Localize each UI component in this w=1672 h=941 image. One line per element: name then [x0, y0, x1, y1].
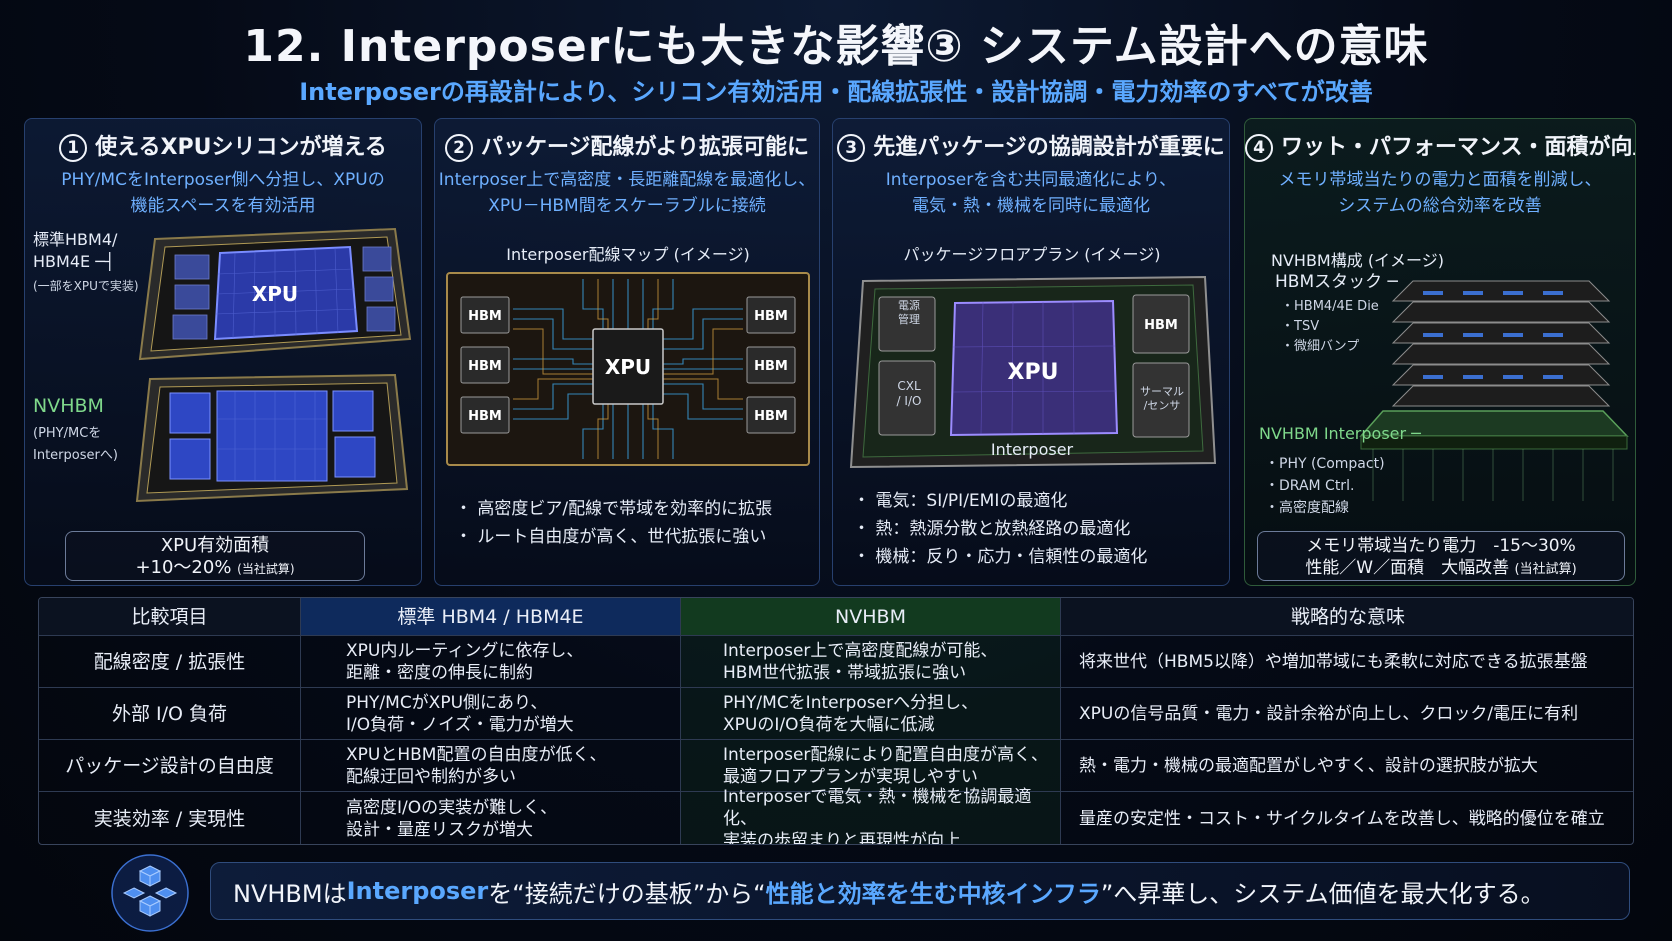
row-2-meaning: XPUの信号品質・電力・設計余裕が向上し、クロック/電圧に有利 — [1079, 703, 1579, 724]
nvhbm-stack-illustration — [1359, 280, 1629, 501]
panel-4-number: 4 — [1245, 134, 1273, 162]
nvhbm-package-illustration — [135, 373, 409, 503]
panel-2-xpu-label: XPU — [605, 355, 651, 379]
block-cxl-io: CXL / I/O — [896, 379, 922, 408]
panel-2-bullets: ・ 高密度ビア/配線で帯域を効率的に拡張 ・ ルート自由度が高く、世代拡張に強い — [455, 499, 773, 547]
row-2-standard: PHY/MCがXPU側にあり、I/O負荷・ノイズ・電力が増大 — [301, 688, 681, 739]
page-subtitle: Interposerの再設計により、シリコン有効活用・配線拡張性・設計協調・電力… — [299, 78, 1373, 106]
page-title: 12. Interposerにも大きな影響③ システム設計への意味 — [243, 21, 1429, 72]
panel-1-description: PHY/MCをInterposer側へ分担し、XPUの 機能スペースを有効活用 — [61, 170, 385, 216]
table-row: 外部 I/O 負荷 PHY/MCがXPU側にあり、I/O負荷・ノイズ・電力が増大… — [39, 688, 1633, 740]
hbm-label-left-3: HBM — [468, 409, 502, 424]
table-row: 実装効率 / 実現性 高密度I/Oの実装が難しく、設計・量産リスクが増大 Int… — [39, 787, 1633, 844]
row-1-meaning: 将来世代（HBM5以降）や増加帯域にも柔軟に対応できる拡張基盤 — [1079, 651, 1588, 672]
label-standard-hbm-note: (一部をXPUで実装) — [33, 279, 139, 293]
nvhbm-interposer-items: ・PHY (Compact) ・DRAM Ctrl. ・高密度配線 — [1265, 456, 1385, 516]
row-3-item: パッケージ設計の自由度 — [39, 740, 301, 791]
row-1-item: 配線密度 / 拡張性 — [39, 636, 301, 687]
header-strategic-meaning: 戦略的な意味 — [1290, 605, 1405, 628]
hbm-label-right-2: HBM — [754, 359, 788, 374]
row-1-nvhbm: Interposer上で高密度配線が可能、HBM世代拡張・帯域拡張に強い — [681, 636, 1061, 687]
panel-1-number: 1 — [59, 134, 88, 162]
panel-3-bullets: ・ 電気：SI/PI/EMIの最適化 ・ 熱：熱源分散と放熱経路の最適化 ・ 機… — [853, 491, 1148, 567]
row-3-nvhbm: Interposer配線により配置自由度が高く、最適フロアプランが実現しやすい — [681, 740, 1061, 791]
table-row: パッケージ設計の自由度 XPUとHBM配置の自由度が低く、配線迂回や制約が多い … — [39, 740, 1633, 792]
interposer-label: Interposer — [990, 440, 1074, 459]
row-4-nvhbm: Interposerで電気・熱・機械を協調最適化、実装の歩留まりと再現性が向上 — [681, 787, 1061, 844]
label-nvhbm: NVHBM — [33, 395, 104, 417]
label-standard-hbm: 標準HBM4/ HBM4E ─┤ — [33, 230, 118, 271]
header-standard-hbm: 標準 HBM4 / HBM4E — [301, 598, 681, 635]
power-efficiency-result-box: メモリ帯域当たり電力 -15〜30% 性能／W／面積 大幅改善 (当社試算) — [1257, 531, 1625, 581]
block-thermal-sensor: サーマル /センサ — [1140, 385, 1184, 412]
panel-4-description: メモリ帯域当たりの電力と面積を削減し、 システムの総合効率を改善 — [1278, 170, 1602, 216]
hbm-stack-items: ・HBM4/4E Die ・TSV ・微細バンプ — [1281, 299, 1379, 354]
row-3-meaning: 熱・電力・機械の最適配置がしやすく、設計の選択肢が拡大 — [1079, 755, 1538, 776]
row-1-standard: XPU内ルーティングに依存し、距離・密度の伸長に制約 — [301, 636, 681, 687]
table-header-row: 比較項目 標準 HBM4 / HBM4E NVHBM 戦略的な意味 — [39, 598, 1633, 636]
row-2-nvhbm: PHY/MCをInterposerへ分担し、XPUのI/O負荷を大幅に低減 — [681, 688, 1061, 739]
header-item: 比較項目 — [39, 598, 301, 635]
panel-2-number: 2 — [444, 134, 473, 162]
panel-1-xpu-label: XPU — [252, 282, 298, 306]
floorplan-caption: パッケージフロアプラン (イメージ) — [903, 245, 1161, 264]
nvhbm-interposer-label: NVHBM Interposer ─ — [1259, 424, 1421, 443]
header-nvhbm: NVHBM — [681, 598, 1061, 635]
panel-3-xpu-label: XPU — [1008, 360, 1059, 385]
hbm-label-right-1: HBM — [754, 309, 788, 324]
panel-3-hbm-label: HBM — [1144, 318, 1178, 333]
row-4-meaning: 量産の安定性・コスト・サイクルタイムを改善し、戦略的優位を確立 — [1079, 809, 1605, 829]
hbm-label-left-1: HBM — [468, 309, 502, 324]
table-row: 配線密度 / 拡張性 XPU内ルーティングに依存し、距離・密度の伸長に制約 In… — [39, 636, 1633, 688]
xpu-area-result-box: XPU有効面積 +10〜20% (当社試算) — [65, 531, 365, 581]
panel-3-description: Interposerを含む共同最適化により、 電気・熱・機械を同時に最適化 — [885, 170, 1177, 216]
nvhbm-structure-caption: NVHBM構成 (イメージ) — [1271, 251, 1444, 270]
comparison-table: 比較項目 標準 HBM4 / HBM4E NVHBM 戦略的な意味 配線密度 /… — [38, 597, 1634, 845]
panel-3-number: 3 — [837, 134, 866, 162]
wiring-map-caption: Interposer配線マップ (イメージ) — [506, 245, 750, 264]
hbm-label-right-3: HBM — [754, 409, 788, 424]
hbm-stack-label: HBMスタック ─ — [1275, 272, 1398, 292]
block-power-management: 電源 管理 — [898, 299, 920, 326]
row-3-standard: XPUとHBM配置の自由度が低く、配線迂回や制約が多い — [301, 740, 681, 791]
label-nvhbm-note: (PHY/MCを Interposerへ) — [33, 426, 118, 463]
hbm-label-left-2: HBM — [468, 359, 502, 374]
row-2-item: 外部 I/O 負荷 — [39, 688, 301, 739]
row-4-standard: 高密度I/Oの実装が難しく、設計・量産リスクが増大 — [301, 792, 681, 844]
interposer-wiring-map-illustration: HBM HBM HBM HBM HBM HBM XPU — [446, 272, 810, 466]
panel-2-description: Interposer上で高密度・長距離配線を最適化し、 XPU－HBM間をスケー… — [438, 170, 816, 216]
standard-hbm-package-illustration: XPU — [138, 227, 412, 361]
package-floorplan-illustration: XPU HBM — [849, 275, 1217, 469]
row-4-item: 実装効率 / 実現性 — [39, 792, 301, 844]
cube-network-icon — [111, 854, 189, 932]
